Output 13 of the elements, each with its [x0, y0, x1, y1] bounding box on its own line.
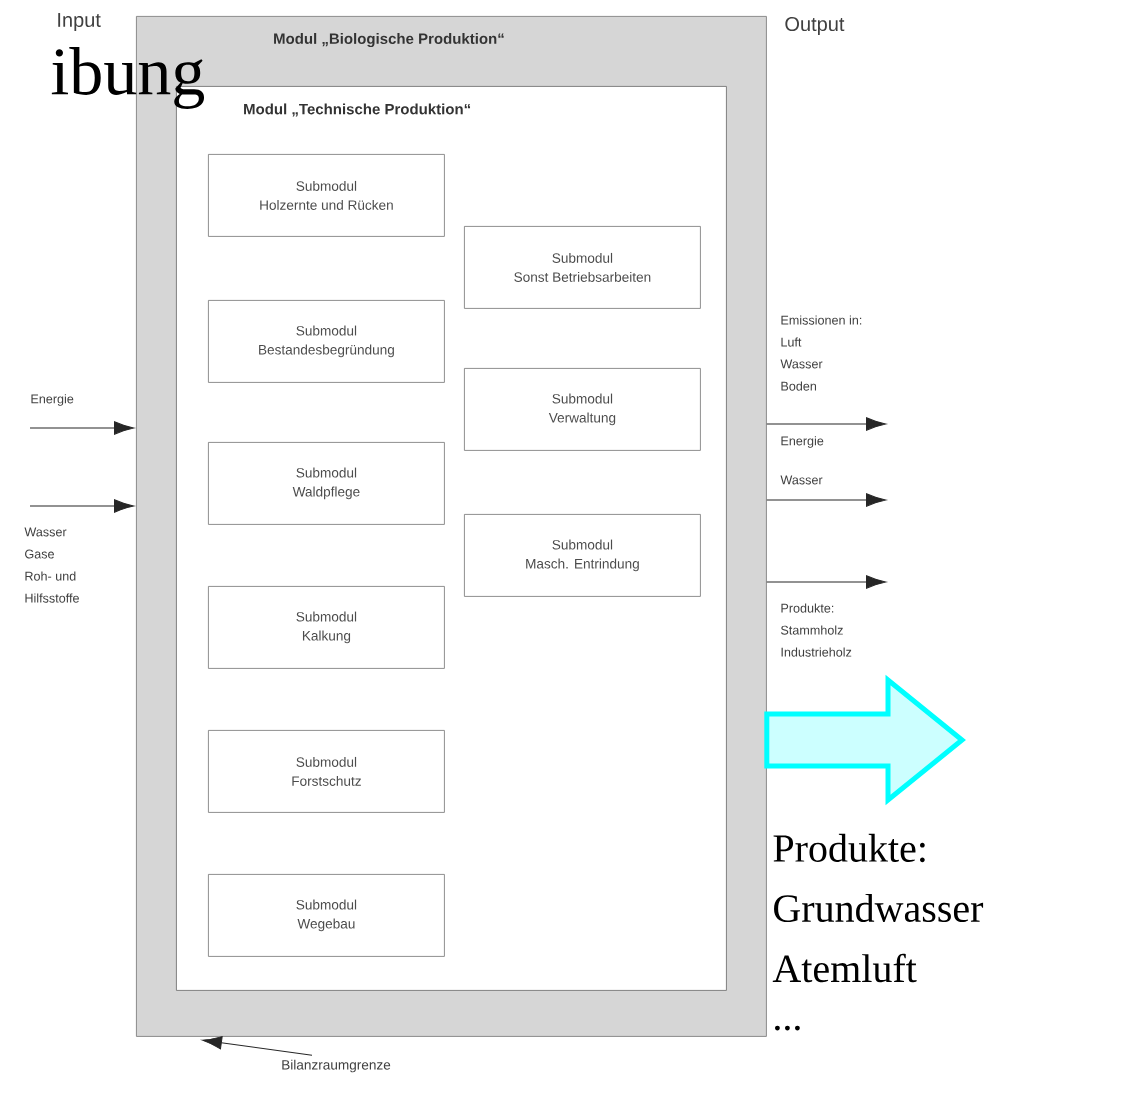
note-text: ...	[775, 1025, 800, 1031]
heading: Input	[58, 13, 101, 31]
arrow	[766, 575, 887, 589]
arrow	[29, 499, 135, 513]
arrow	[766, 417, 887, 431]
arrow	[766, 493, 887, 507]
note-text: Produkte:	[773, 833, 925, 863]
note-text: Grundwasser	[774, 893, 984, 923]
block-arrow	[764, 674, 966, 806]
heading: Output	[785, 16, 845, 36]
note-text: Atemluft	[772, 953, 917, 983]
arrow	[29, 421, 135, 435]
leader-line	[201, 1036, 313, 1056]
